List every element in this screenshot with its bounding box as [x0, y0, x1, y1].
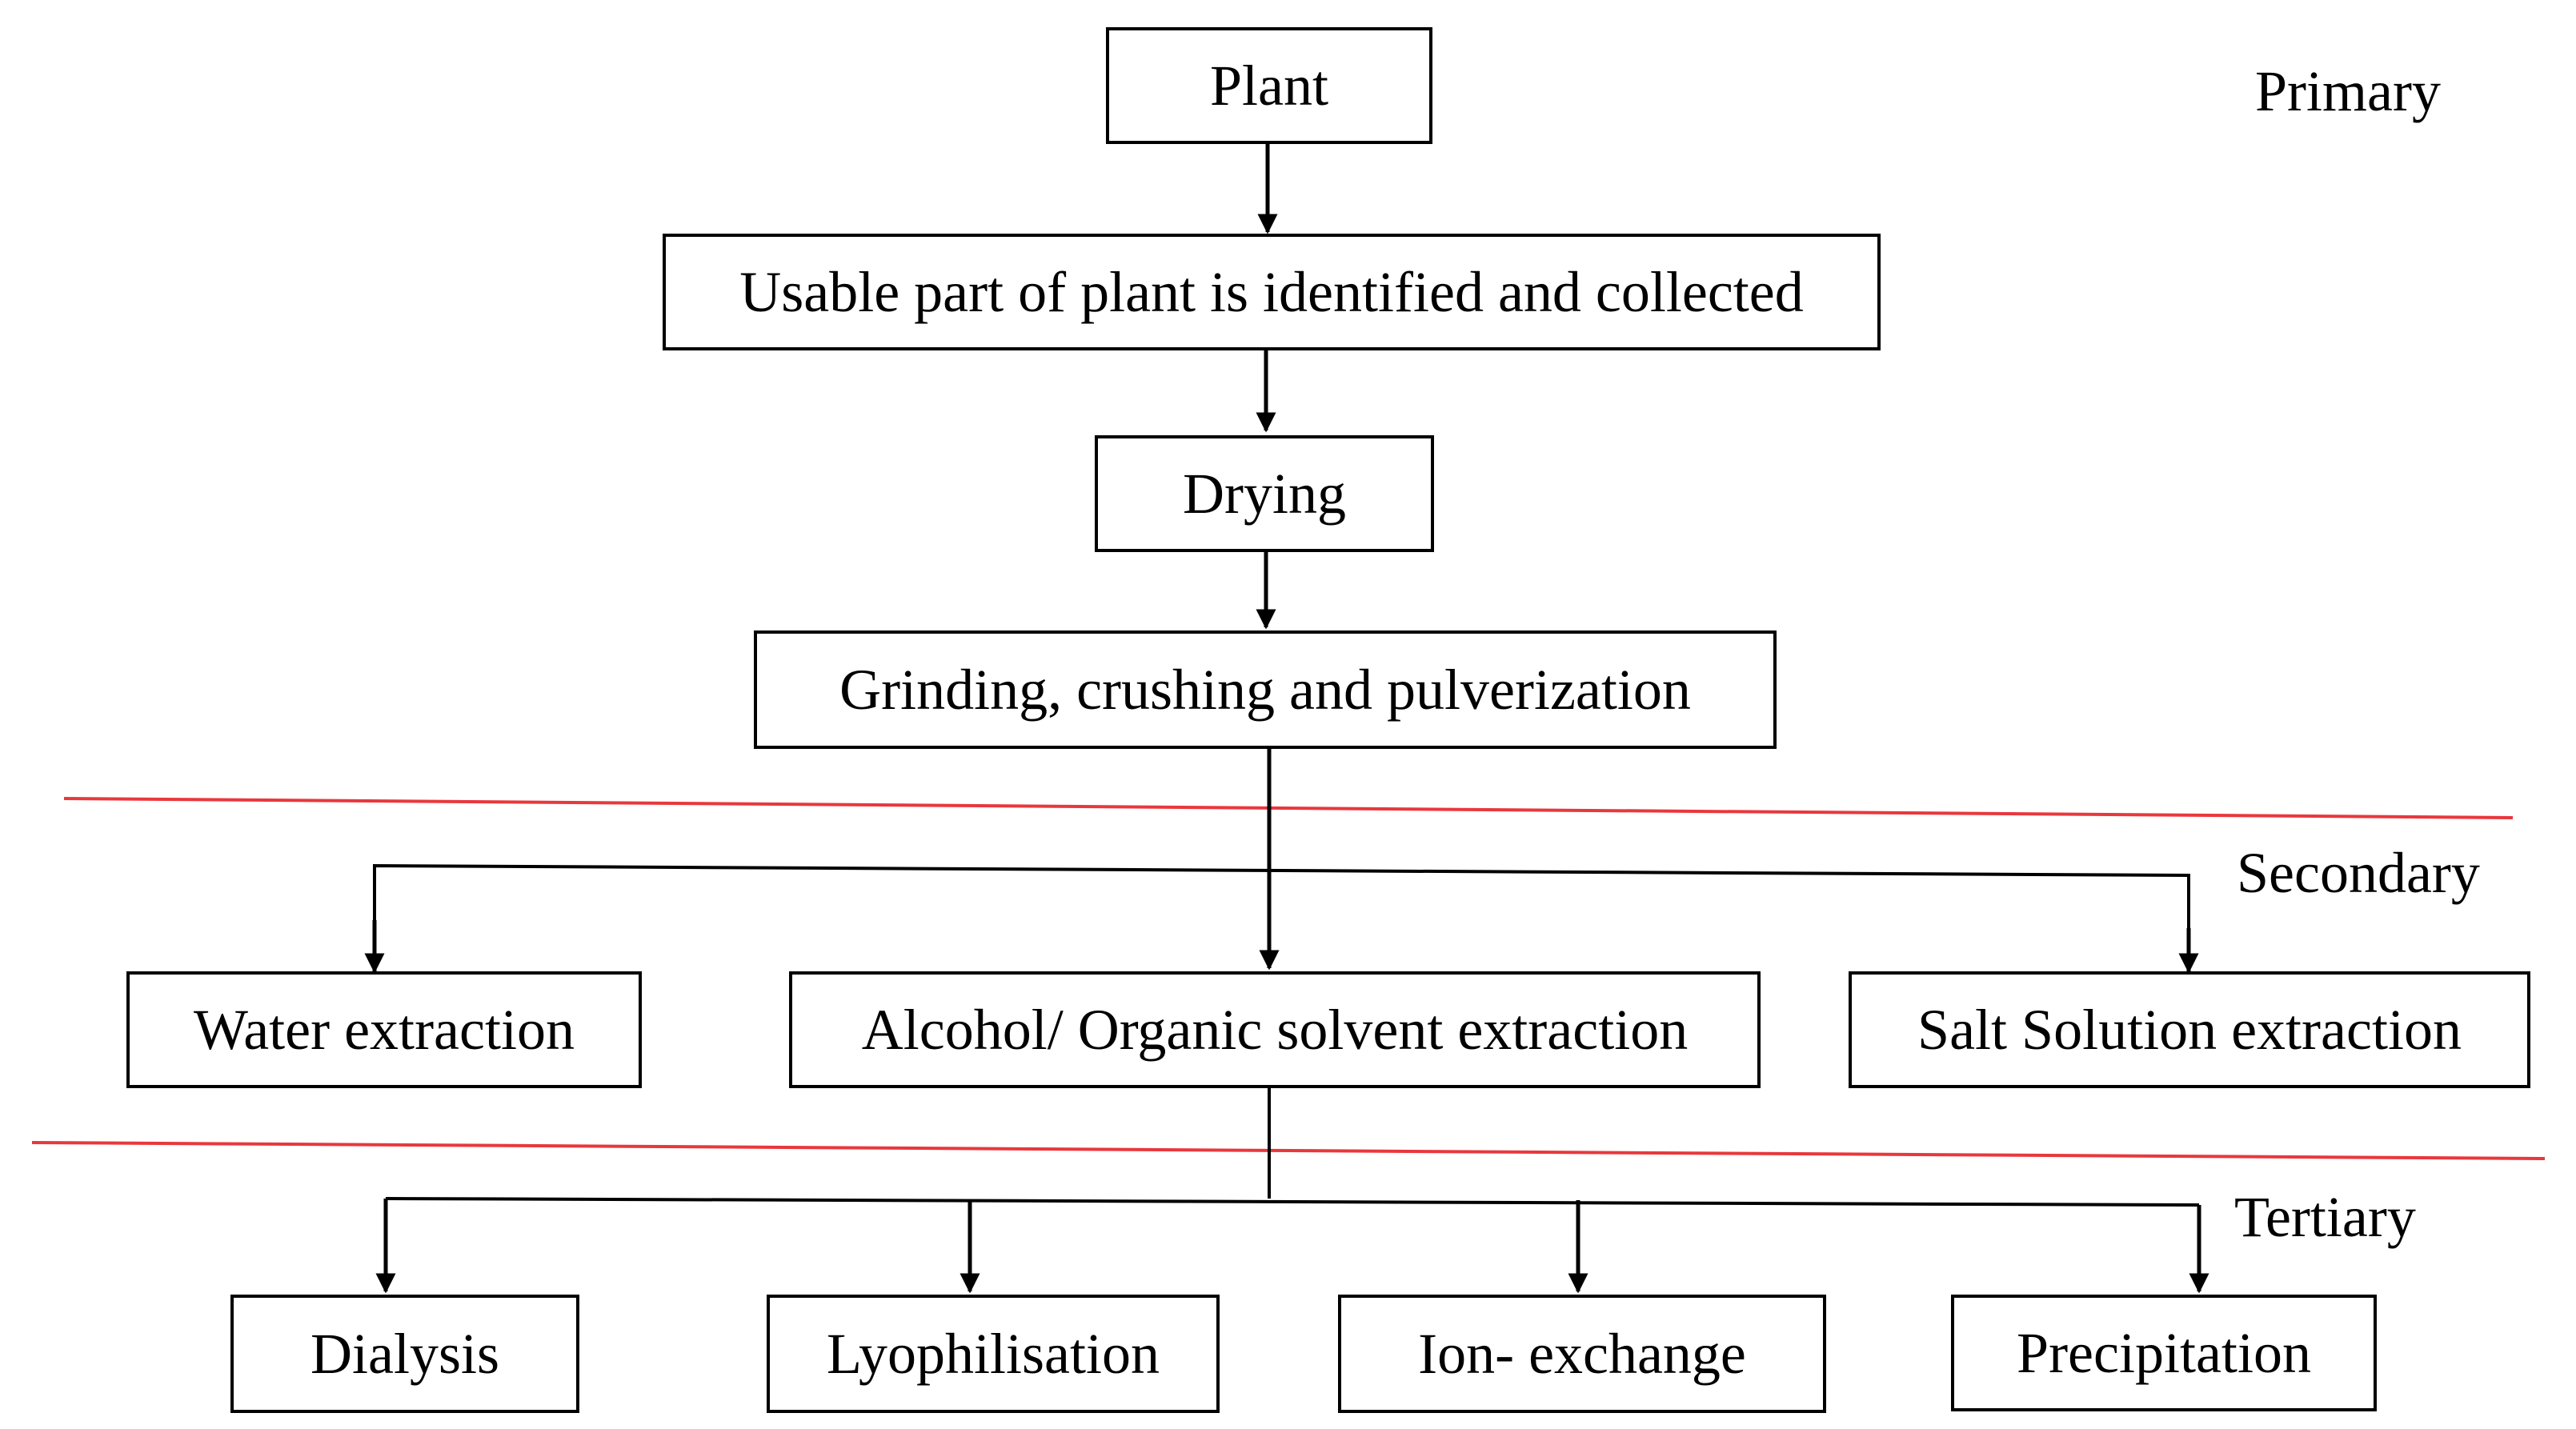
- step-drying: Drying: [1095, 435, 1434, 552]
- divider-primary-secondary: [63, 797, 2514, 819]
- step-grinding: Grinding, crushing and pulverization: [754, 630, 1777, 749]
- stage-label-secondary: Secondary: [2237, 841, 2480, 905]
- branch-to-purifications: [385, 1197, 2200, 1207]
- step-usable-part: Usable part of plant is identified and c…: [663, 234, 1881, 350]
- stage-label-tertiary: Tertiary: [2234, 1185, 2416, 1249]
- divider-secondary-tertiary: [31, 1141, 2546, 1160]
- purification-precipitation: Precipitation: [1951, 1295, 2377, 1411]
- purification-dialysis: Dialysis: [230, 1295, 579, 1413]
- extraction-salt: Salt Solution extraction: [1849, 971, 2530, 1088]
- stage-label-primary: Primary: [2255, 59, 2441, 123]
- extraction-alcohol: Alcohol/ Organic solvent extraction: [789, 971, 1761, 1088]
- extraction-water: Water extraction: [126, 971, 642, 1088]
- step-plant: Plant: [1106, 27, 1432, 144]
- purification-lyophilisation: Lyophilisation: [767, 1295, 1220, 1413]
- branch-to-extractions: [373, 863, 2190, 970]
- purification-ion-exchange: Ion- exchange: [1338, 1295, 1826, 1413]
